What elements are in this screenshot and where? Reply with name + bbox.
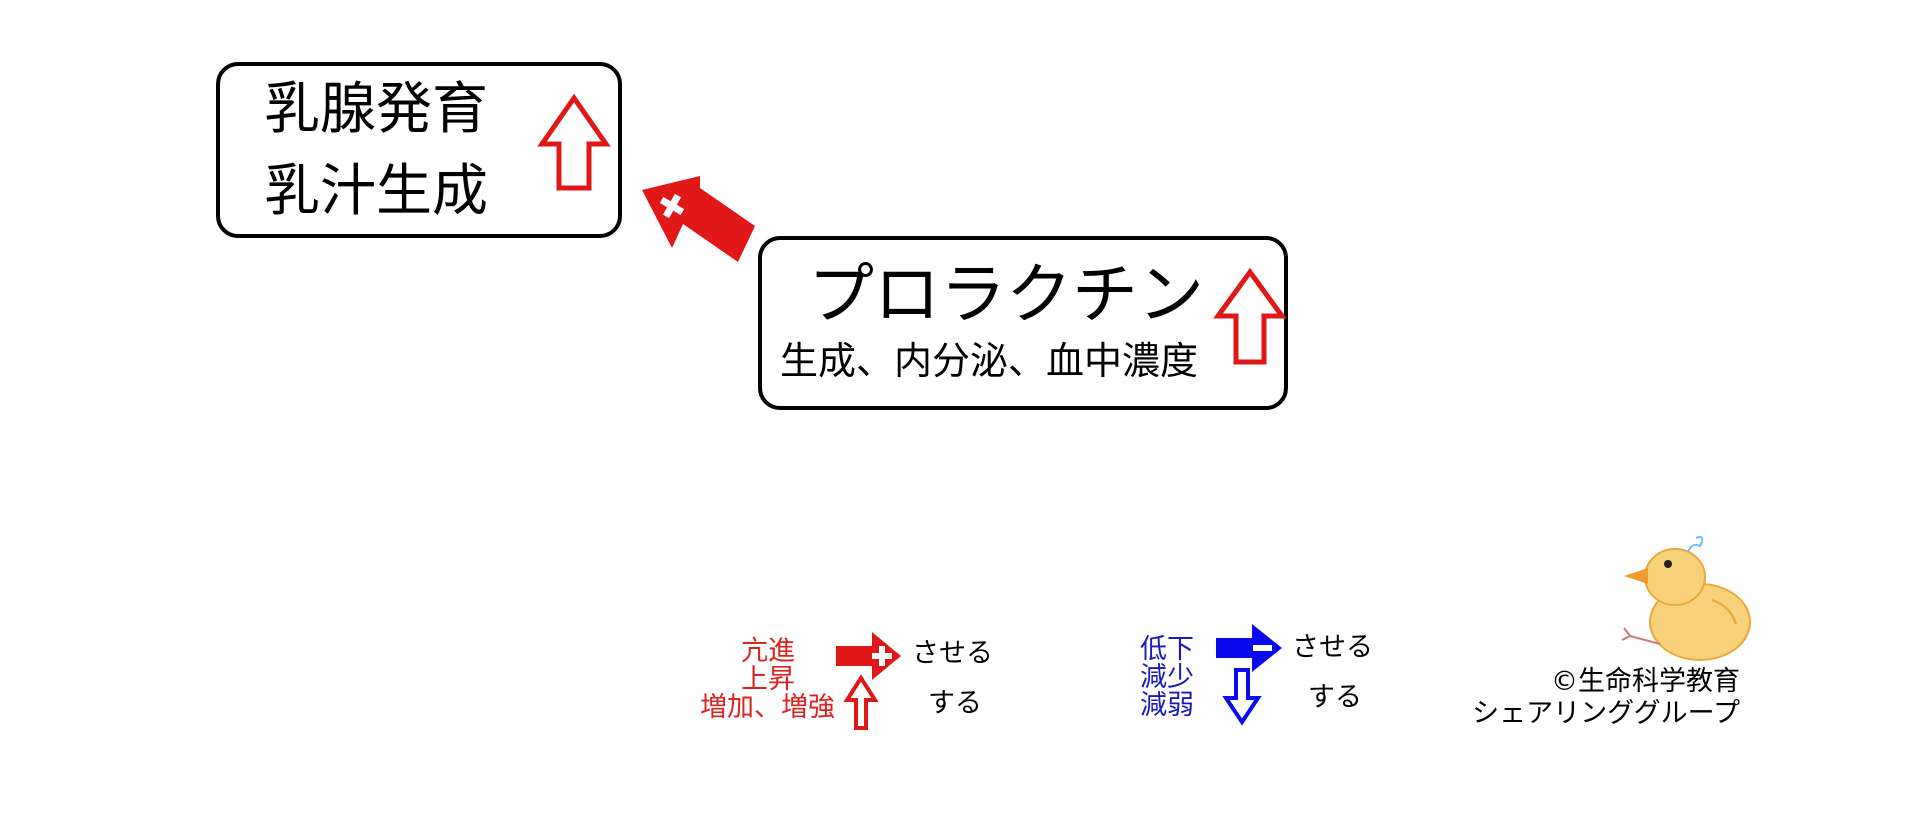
- legend-decrease-word-3: 減弱: [1140, 690, 1194, 721]
- effect-box: 乳腺発育 乳汁生成: [216, 62, 622, 238]
- legend-decrease-word-1: 低下: [1140, 634, 1194, 665]
- legend-increase-word-2: 上昇: [741, 664, 795, 695]
- effect-line-2: 乳汁生成: [264, 159, 488, 224]
- legend-increase-word-1: 亢進: [741, 636, 795, 667]
- legend-decrease-self-label: する: [1308, 682, 1362, 713]
- hormone-name: プロラクチン: [808, 256, 1204, 333]
- legend-decrease-word-2: 減少: [1140, 662, 1194, 693]
- hormone-box: プロラクチン 生成、内分泌、血中濃度: [758, 236, 1288, 410]
- effect-line-1: 乳腺発育: [264, 77, 488, 142]
- legend-increase-self-label: する: [928, 688, 982, 719]
- legend-increase-promote-label: させる: [912, 638, 993, 669]
- legend-decrease-promote-label: させる: [1292, 632, 1373, 663]
- legend-increase-word-3: 増加、増強: [700, 692, 835, 723]
- credit-line-1: ©生命科学教育: [1551, 666, 1740, 697]
- hormone-detail: 生成、内分泌、血中濃度: [780, 339, 1199, 383]
- credit-line-2: シェアリンググループ: [1472, 698, 1740, 729]
